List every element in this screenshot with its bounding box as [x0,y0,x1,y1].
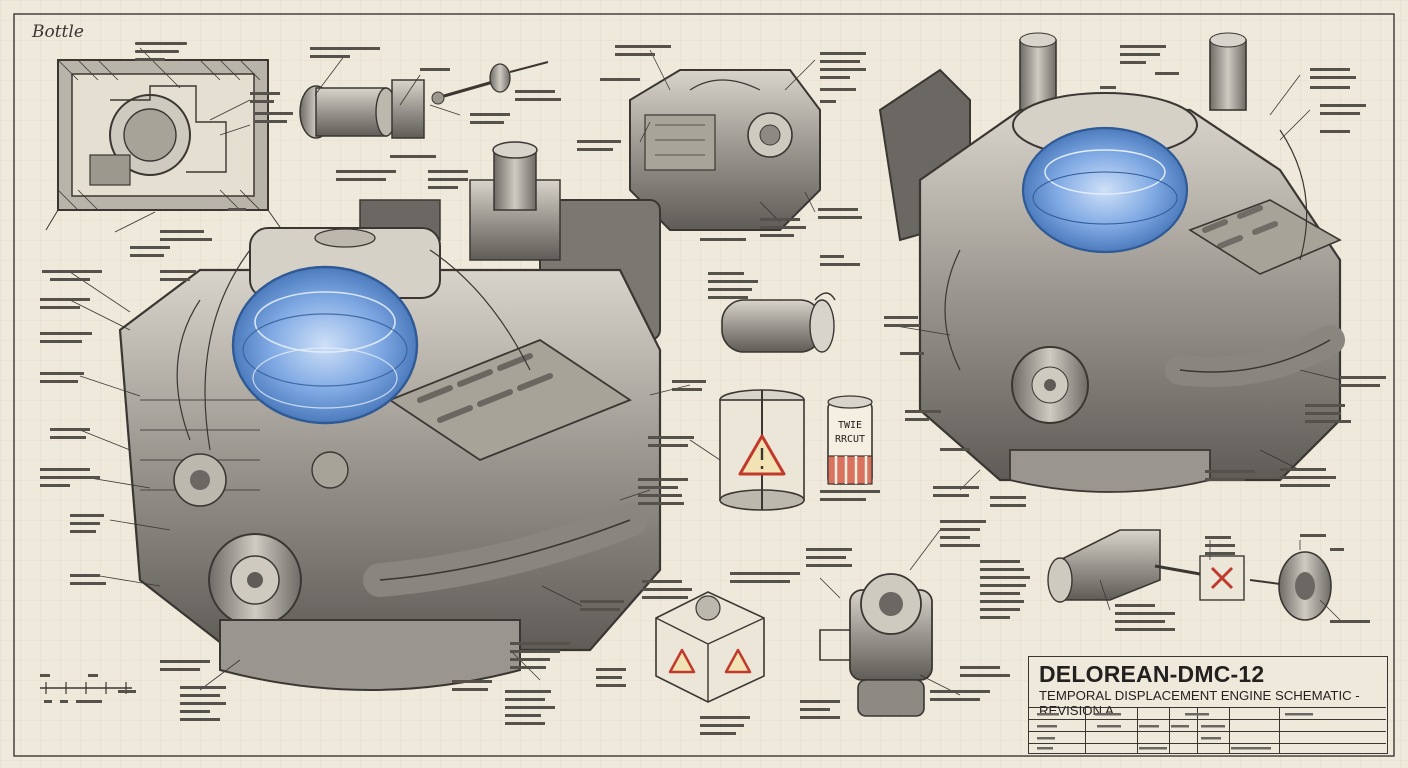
drawing-title: DELOREAN-DMC-12 [1039,661,1265,687]
title-block-col-line [1229,707,1230,753]
cutaway-housing [45,59,283,231]
title-block-col-line [1279,707,1280,753]
exploded-shaft-assembly [299,61,549,139]
title-block-row-line [1029,731,1386,732]
starter-motor [721,292,836,353]
title-block-col-line [1137,707,1138,753]
corner-signature: Bottle [32,22,84,42]
main-engine-left [118,141,662,691]
title-block-row-line [1029,743,1386,744]
warning-canister-label-line-2: RRCUT [835,434,865,445]
title-block-col-line [1197,707,1198,753]
warning-cylinder [719,389,805,511]
main-engine-right [878,32,1345,493]
title-block-fields [1037,713,1313,750]
scale-bar [40,682,132,694]
exploded-clutch-assembly [1047,529,1332,621]
turbo-pump [819,573,933,717]
warning-canister: TWIE RRCUT [827,395,873,485]
callout-scribbles [40,42,1386,735]
title-block-col-line [1169,707,1170,753]
title-block: DELOREAN-DMC-12 TEMPORAL DISPLACEMENT EN… [1028,656,1388,754]
title-block-col-line [1085,707,1086,753]
gearbox-assembly [629,69,821,231]
hazard-cube [655,591,765,703]
title-block-row-line [1029,719,1386,720]
sheet-border [13,13,1395,757]
warning-canister-label-line-1: TWIE [838,420,862,431]
title-block-divider [1029,707,1386,709]
